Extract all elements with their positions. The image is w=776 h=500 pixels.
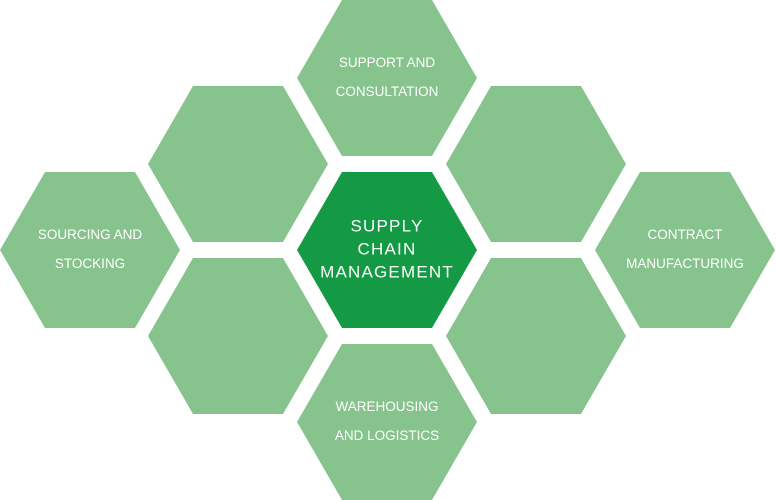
hex-support-and-consultation (297, 0, 477, 156)
center-supply-chain-management-label-line-3: MANAGEMENT (320, 262, 454, 281)
sourcing-and-stocking-label-line-2: STOCKING (55, 256, 125, 271)
support-and-consultation-label-line-1: SUPPORT AND (339, 55, 436, 70)
warehousing-and-logistics-label-line-1: WAREHOUSING (335, 399, 438, 414)
warehousing-and-logistics-label-line-2: AND LOGISTICS (335, 428, 439, 443)
support-and-consultation-label-line-2: CONSULTATION (336, 84, 439, 99)
hex-lower-right (446, 258, 626, 414)
contract-manufacturing-label-line-1: CONTRACT (648, 227, 723, 242)
hex-center-supply-chain-management (297, 172, 477, 328)
contract-manufacturing-label-line-2: MANUFACTURING (626, 256, 744, 271)
hex-upper-left (148, 86, 328, 242)
center-supply-chain-management-label-line-1: SUPPLY (350, 216, 423, 235)
hex-lower-left (148, 258, 328, 414)
hex-contract-manufacturing (595, 172, 775, 328)
hex-warehousing-and-logistics (297, 344, 477, 500)
hex-upper-right (446, 86, 626, 242)
sourcing-and-stocking-label-line-1: SOURCING AND (38, 227, 143, 242)
center-supply-chain-management-label-line-2: CHAIN (358, 239, 417, 258)
hex-sourcing-and-stocking (0, 172, 180, 328)
label-layer: SUPPLY CHAIN MANAGEMENT SUPPORT AND CONSULTA… (38, 55, 744, 443)
